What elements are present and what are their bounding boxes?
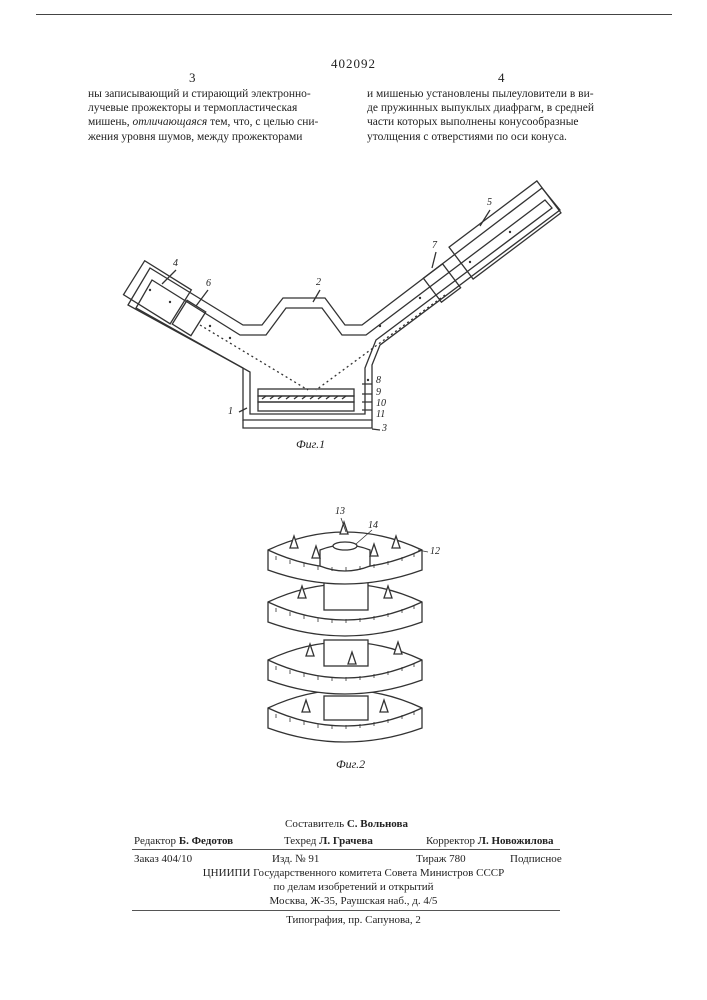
imprint-compiler: Составитель С. Вольнова — [285, 817, 408, 831]
imprint-subscription: Подписное — [510, 852, 562, 866]
imprint-order: Заказ 404/10 — [134, 852, 192, 866]
figure-2-caption: Фиг.2 — [336, 757, 365, 772]
imprint-rule-bottom — [132, 910, 560, 911]
imprint-org-line-2: по делам изобретений и открытий — [0, 880, 707, 894]
imprint-run: Тираж 780 — [416, 852, 466, 866]
imprint-address: Москва, Ж-35, Раушская наб., д. 4/5 — [0, 894, 707, 908]
fig2-label-13: 13 — [335, 506, 345, 517]
imprint-issue: Изд. № 91 — [272, 852, 319, 866]
imprint-corrector: Корректор Л. Новожилова — [426, 834, 554, 848]
imprint-tech-editor: Техред Л. Грачева — [284, 834, 373, 848]
imprint-org-line-1: ЦНИИПИ Государственного комитета Совета … — [0, 866, 707, 880]
fig2-label-12: 12 — [430, 546, 440, 557]
imprint-printer: Типография, пр. Сапунова, 2 — [0, 913, 707, 927]
imprint-rule-top — [132, 849, 560, 850]
fig2-label-14: 14 — [368, 520, 378, 531]
imprint-editor: Редактор Б. Федотов — [134, 834, 233, 848]
